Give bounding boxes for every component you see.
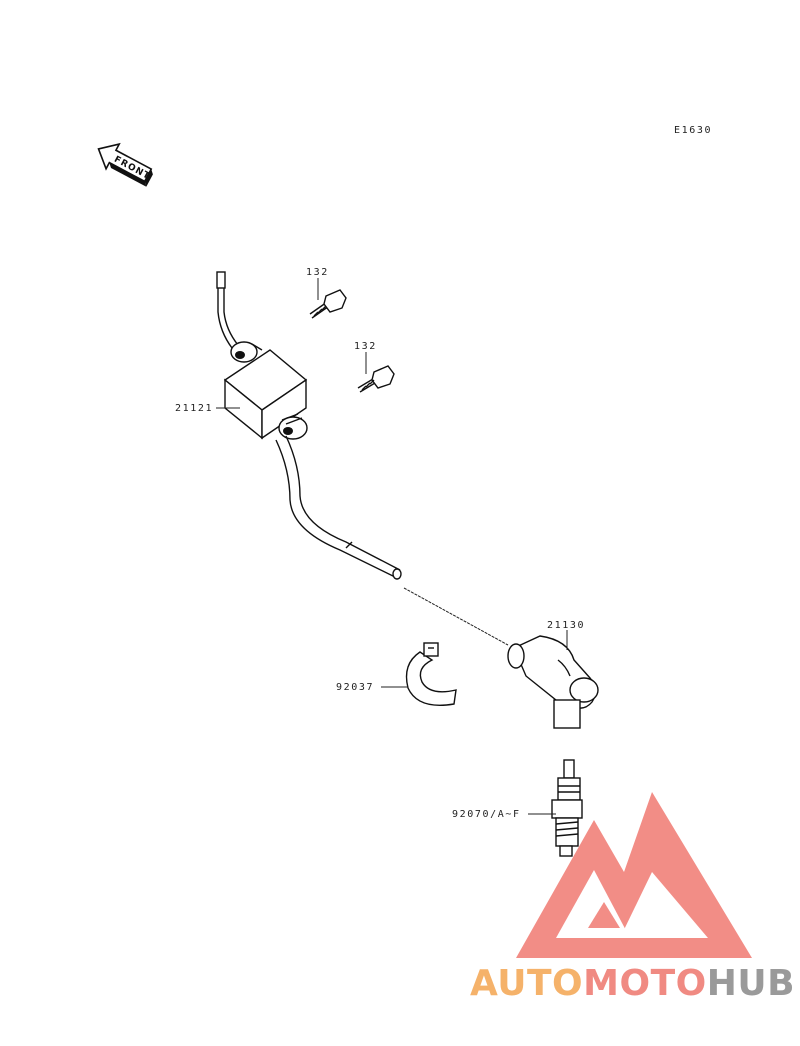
part-label-21121: 21121 — [175, 403, 213, 414]
clamp-icon — [405, 642, 457, 706]
diagram-code: E1630 — [674, 125, 712, 136]
front-arrow-icon: FRONT — [97, 142, 153, 187]
watermark-part-auto: AUTO — [470, 963, 583, 1004]
watermark-part-moto: MOTO — [583, 963, 707, 1004]
watermark-part-hub: HUB — [707, 963, 795, 1004]
ignition-coil-icon — [223, 341, 308, 440]
watermark-text: AUTOMOTOHUB — [470, 963, 795, 1004]
high-tension-lead — [275, 435, 402, 580]
plug-cap-icon — [507, 635, 599, 729]
part-label-132-lower: 132 — [354, 341, 377, 352]
bolt-icon — [357, 365, 395, 393]
part-label-21130: 21130 — [547, 620, 585, 631]
automotohub-logo-icon — [516, 792, 752, 958]
coil-primary-lead — [216, 271, 239, 349]
part-label-92037: 92037 — [336, 682, 374, 693]
part-label-92070: 92070/A~F — [452, 809, 521, 820]
bolt-icon — [309, 289, 347, 319]
spark-plug-icon — [551, 759, 583, 857]
part-label-132-upper: 132 — [306, 267, 329, 278]
